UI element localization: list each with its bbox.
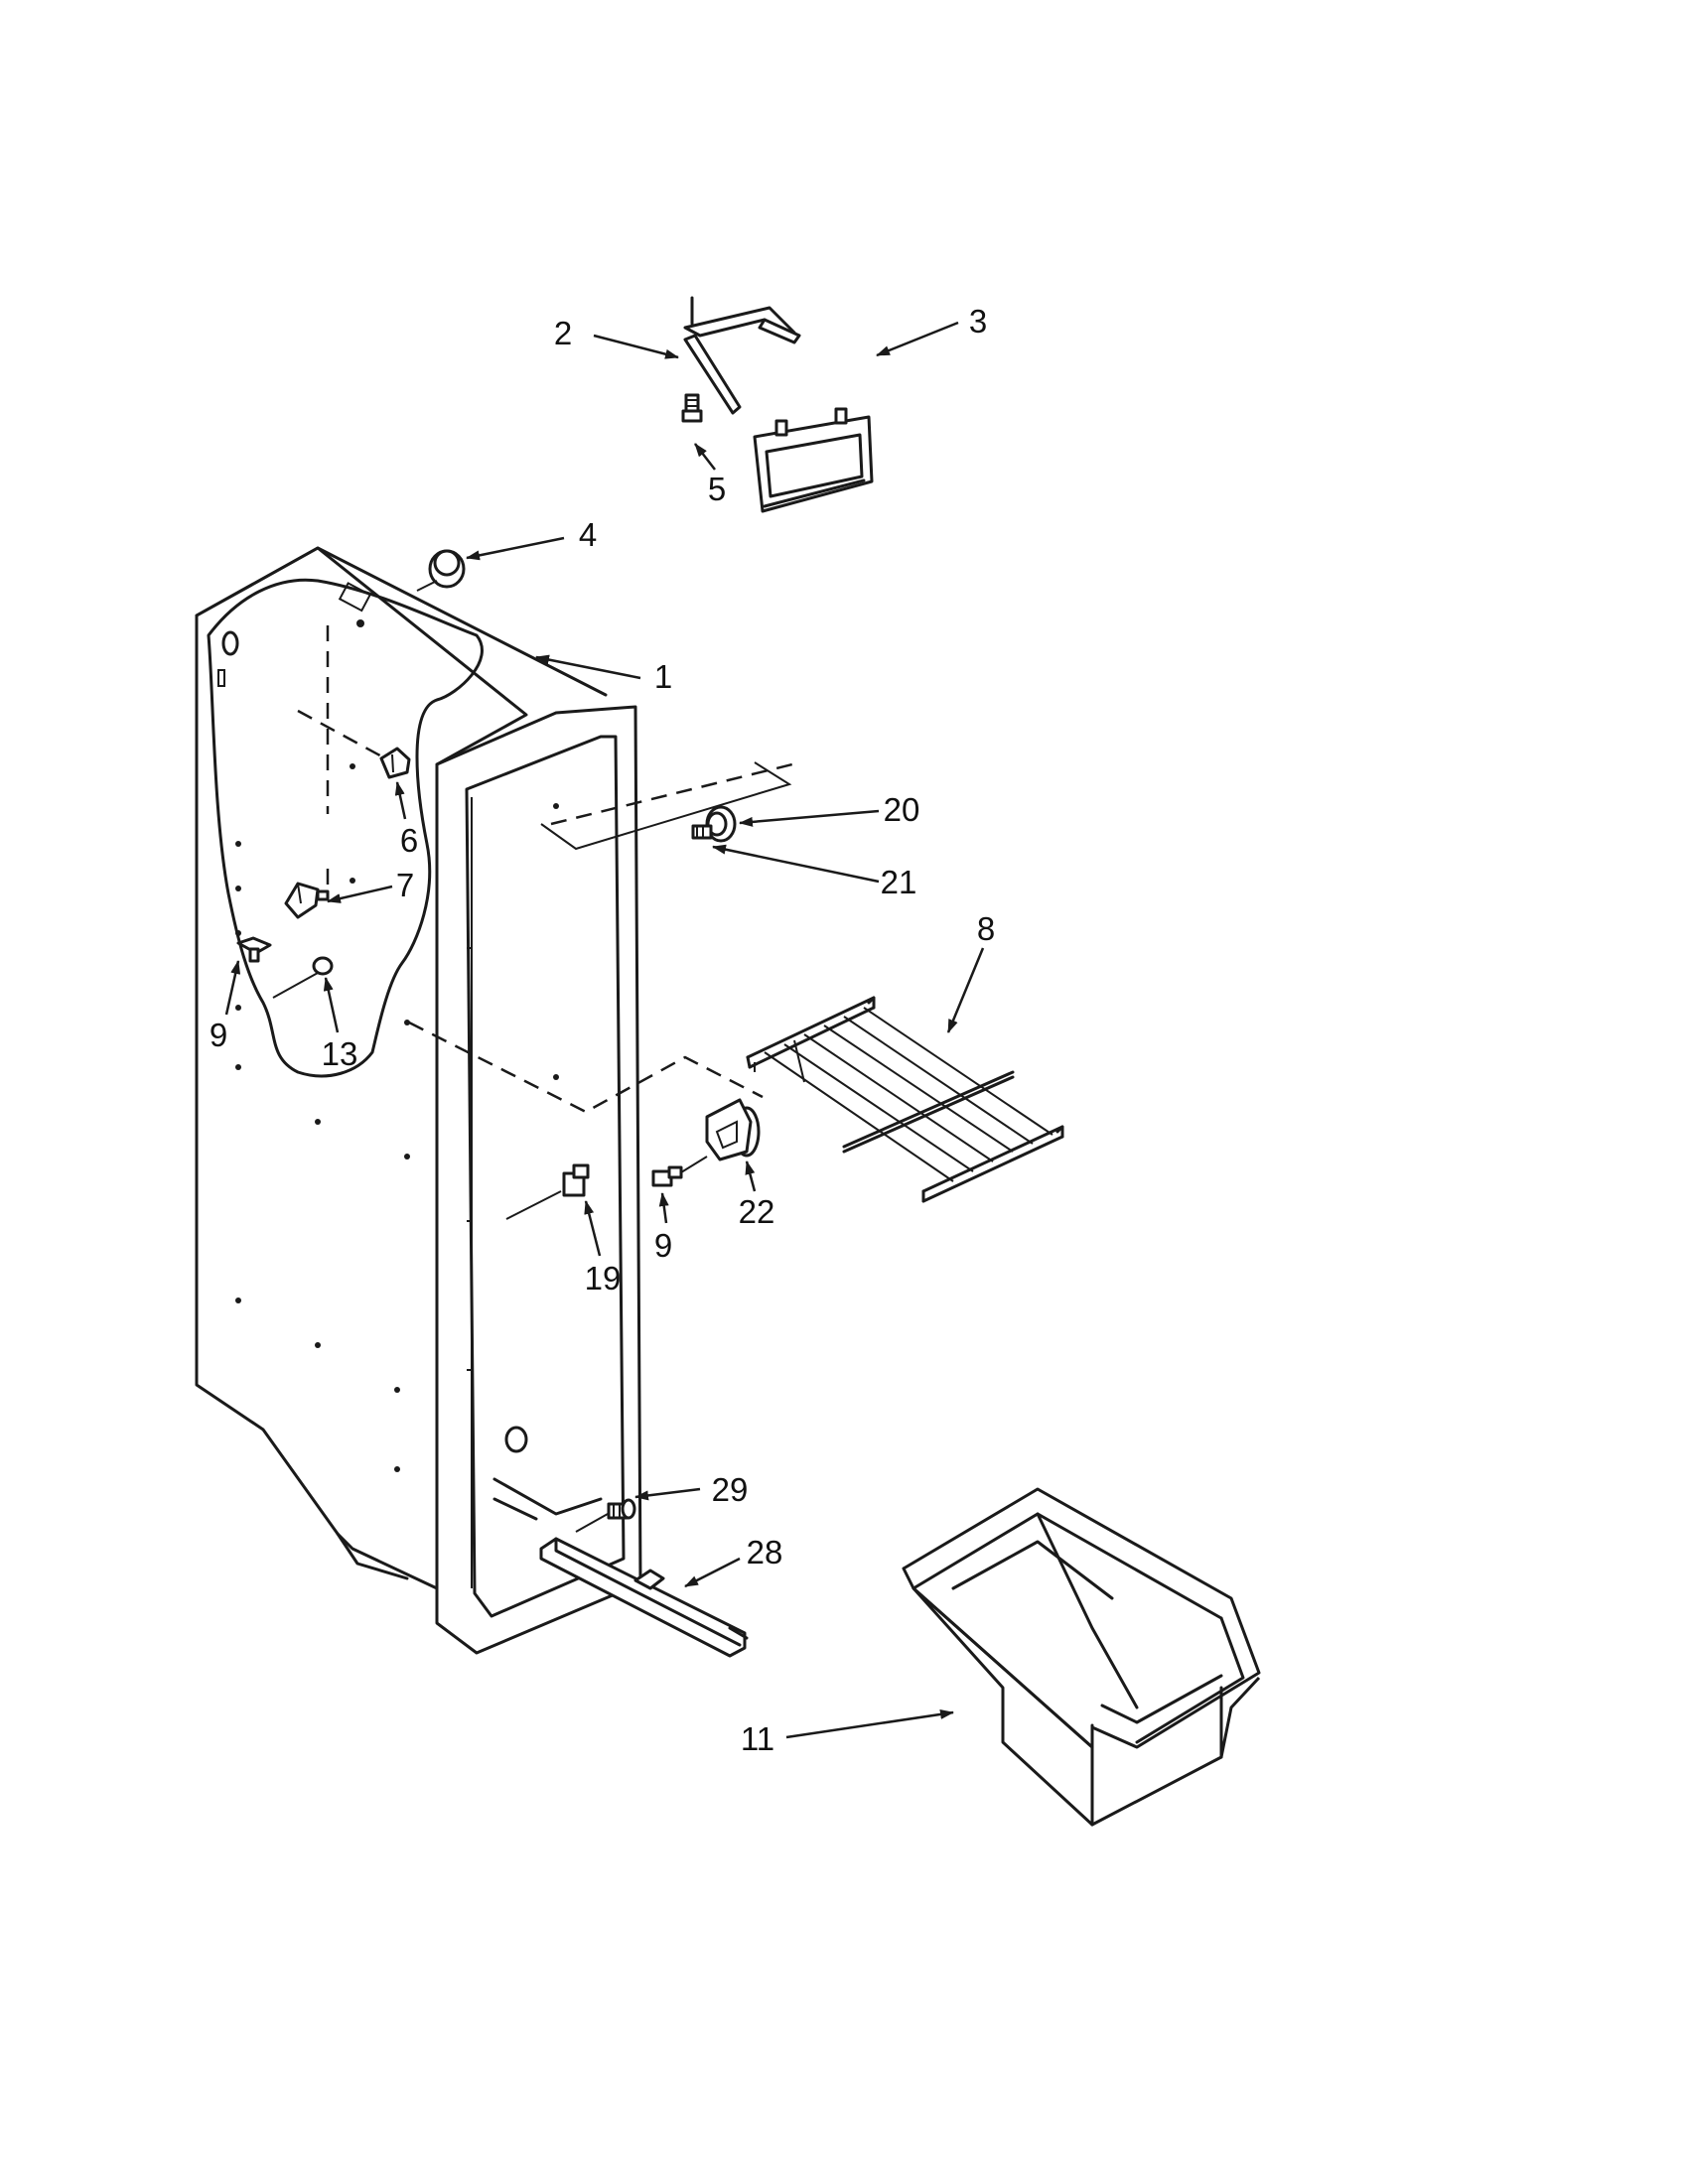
callout-29: 29: [712, 1471, 749, 1508]
leader-lines: [224, 321, 985, 1739]
assembly-dashed-lines: [297, 625, 793, 1114]
callout-6: 6: [400, 822, 418, 859]
callout-22: 22: [739, 1193, 775, 1230]
shelf-bracket-part-22: [705, 1098, 761, 1161]
callout-21: 21: [881, 864, 917, 900]
callout-1: 1: [654, 658, 672, 695]
screw-part-13: [272, 956, 334, 999]
callout-9-left: 9: [210, 1017, 227, 1053]
callout-7: 7: [396, 867, 414, 903]
callout-19: 19: [585, 1260, 622, 1297]
bin-part: [902, 1487, 1261, 1827]
callout-13: 13: [322, 1035, 358, 1072]
callout-4: 4: [579, 516, 597, 553]
freezer-liner-part: [195, 546, 642, 1655]
rail-part-28: [539, 1537, 749, 1658]
screw-part-21: [691, 824, 713, 840]
callout-28: 28: [747, 1534, 783, 1570]
screw-part-29: [575, 1498, 636, 1533]
callout-8: 8: [977, 910, 995, 947]
callout-20: 20: [884, 791, 920, 828]
callout-5: 5: [708, 471, 726, 507]
switch-part-19: [505, 1163, 590, 1220]
hinge-part-7: [284, 882, 330, 919]
cover-part: [753, 407, 874, 513]
callout-2: 2: [554, 315, 572, 351]
callout-3: 3: [969, 303, 987, 340]
callout-labels: 2 3 5 4 1 6 7 9 13 20 21 8 22 9 19 29 28…: [210, 303, 995, 1757]
wire-shelf-part: [746, 996, 1064, 1203]
screw-part-5: [681, 393, 703, 423]
clip-part-6: [379, 747, 411, 779]
screw-part-9-left: [236, 936, 272, 963]
knob-part: [416, 549, 466, 592]
screw-part-9-right: [651, 1156, 708, 1187]
callout-9-right: 9: [654, 1227, 672, 1264]
callout-11: 11: [741, 1720, 774, 1757]
bracket-part: [683, 296, 801, 415]
